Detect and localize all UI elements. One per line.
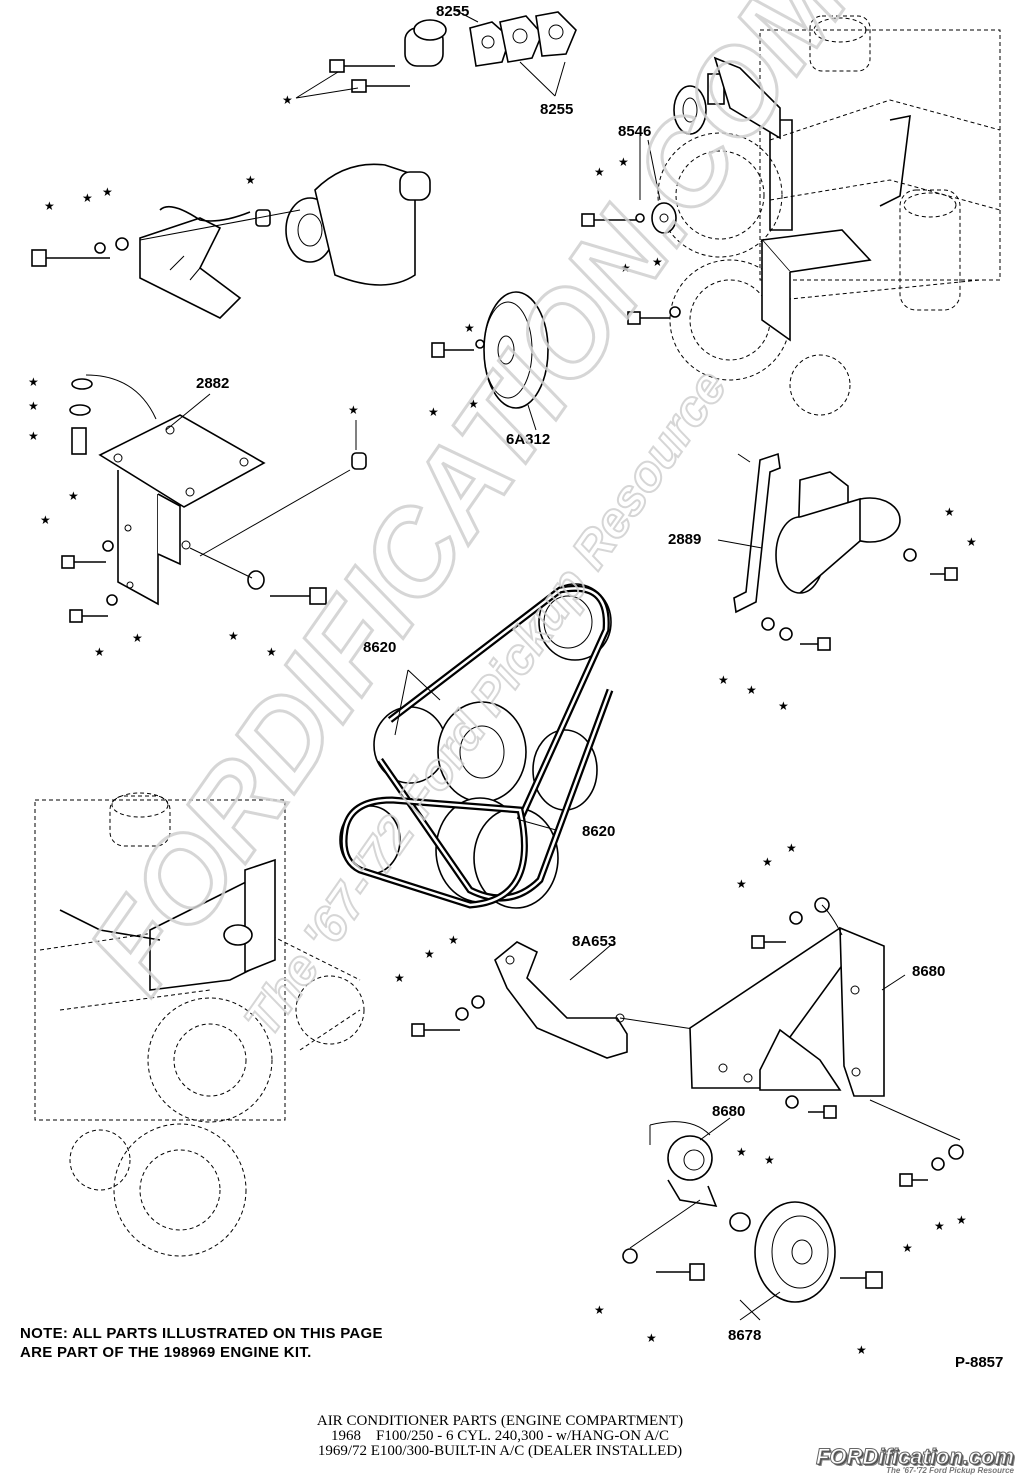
label-8680-bracket: 8680 [912,963,945,980]
star-marker: ★ [82,191,93,205]
kit-note: NOTE: ALL PARTS ILLUSTRATED ON THIS PAGE… [20,1324,383,1362]
star-marker: ★ [228,629,239,643]
star-marker: ★ [944,505,955,519]
water-outlet-assembly [295,9,577,99]
star-marker: ★ [448,933,459,947]
star-marker: ★ [746,683,757,697]
brand-name: FORDification.com [815,1444,1014,1469]
star-marker: ★ [68,489,79,503]
star-marker: ★ [44,199,55,213]
bracket-8A653 [411,941,701,1059]
star-marker: ★ [620,261,631,275]
star-marker: ★ [856,1343,867,1357]
star-marker: ★ [464,321,475,335]
compressor-clutch-assembly [31,163,431,319]
bracket-8680 [689,897,964,1187]
label-8680-idler: 8680 [712,1103,745,1120]
engine-front-lower [34,792,365,1257]
star-marker: ★ [594,1303,605,1317]
brand-tagline: The '67-'72 Ford Pickup Resource [886,1466,1014,1475]
star-marker: ★ [736,877,747,891]
bracket-2882 [61,374,367,623]
label-8255-bottom: 8255 [540,101,573,118]
star-marker: ★ [736,1145,747,1159]
site-brand: FORDification.com The '67-'72 Ford Picku… [815,1444,1014,1475]
star-marker: ★ [266,645,277,659]
star-marker: ★ [424,947,435,961]
label-6A312: 6A312 [506,431,550,448]
star-marker: ★ [282,93,293,107]
star-marker: ★ [762,855,773,869]
label-8546: 8546 [618,123,651,140]
bracket-2889 [733,452,958,651]
caption-line-3: 1969/72 E100/300-BUILT-IN A/C (DEALER IN… [317,1443,683,1459]
drive-belts-8620 [339,583,614,909]
label-2889: 2889 [668,531,701,548]
label-8620-upper: 8620 [363,639,396,656]
drawing-code: P-8857 [955,1354,1004,1371]
part-number-labels: 8255 8255 8546 2882 6A312 2889 8620 8620… [196,3,945,1344]
star-marker: ★ [786,841,797,855]
figure-caption: AIR CONDITIONER PARTS (ENGINE COMPARTMEN… [0,1414,1000,1459]
star-marker: ★ [394,971,405,985]
star-marker: ★ [718,673,729,687]
kit-note-line-2: ARE PART OF THE 198969 ENGINE KIT. [20,1344,312,1361]
star-marker: ★ [28,399,39,413]
spacer-8546 [581,139,681,325]
kit-star-markers: ★ ★ ★ ★ ★ ★ ★ ★ ★ ★ ★ ★ ★ ★ ★ ★ ★ ★ ★ ★ … [28,93,977,1357]
label-8A653: 8A653 [572,933,616,950]
star-marker: ★ [245,173,256,187]
star-marker: ★ [778,699,789,713]
label-8678: 8678 [728,1327,761,1344]
label-8620-right: 8620 [582,823,615,840]
star-marker: ★ [646,1331,657,1345]
star-marker: ★ [132,631,143,645]
caption-line-1: AIR CONDITIONER PARTS (ENGINE COMPARTMEN… [316,1413,684,1429]
label-2882: 2882 [196,375,229,392]
star-marker: ★ [102,185,113,199]
star-marker: ★ [902,1241,913,1255]
pulley-6A312 [431,291,549,431]
star-marker: ★ [618,155,629,169]
star-marker: ★ [348,403,359,417]
label-8255-top: 8255 [436,3,469,20]
star-marker: ★ [28,375,39,389]
star-marker: ★ [934,1219,945,1233]
star-marker: ★ [40,513,51,527]
star-marker: ★ [594,165,605,179]
star-marker: ★ [652,255,663,269]
star-marker: ★ [28,429,39,443]
star-marker: ★ [956,1213,967,1227]
star-marker: ★ [94,645,105,659]
star-marker: ★ [468,397,479,411]
star-marker: ★ [966,535,977,549]
kit-note-line-1: NOTE: ALL PARTS ILLUSTRATED ON THIS PAGE [20,1325,383,1342]
star-marker: ★ [764,1153,775,1167]
caption-line-2: 1968 F100/250 - 6 CYL. 240,300 - w/HANG-… [331,1428,669,1444]
leader-lines [165,128,906,1321]
star-marker: ★ [428,405,439,419]
idler-8680-pulley-8678 [622,1121,883,1321]
engine-front-upper [657,15,1001,416]
